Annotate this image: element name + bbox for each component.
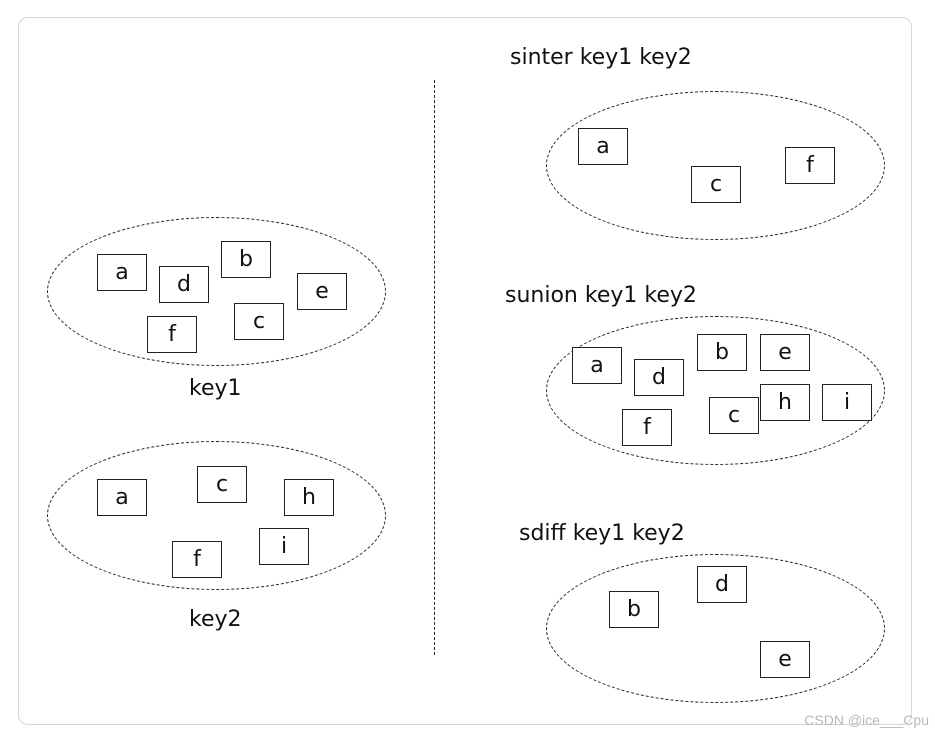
key1-item-a: a [97,254,147,291]
sunion-item-i: i [822,384,872,421]
sinter-item-f: f [785,147,835,184]
key1-item-c: c [234,303,284,340]
key1-item-e: e [297,273,347,310]
sdiff-set-ellipse [546,554,885,703]
sunion-label: sunion key1 key2 [505,283,697,308]
key1-item-f: f [147,316,197,353]
sunion-set-ellipse [546,316,885,465]
key1-label: key1 [189,376,242,401]
key2-item-f: f [172,541,222,578]
sunion-item-d: d [634,359,684,396]
dashed-divider [434,80,435,655]
sinter-item-a: a [578,128,628,165]
sdiff-item-d: d [697,566,747,603]
sunion-item-h: h [760,384,810,421]
sinter-set-ellipse [546,91,885,240]
sinter-item-c: c [691,166,741,203]
sinter-label: sinter key1 key2 [510,45,692,70]
sunion-item-b: b [697,334,747,371]
sunion-item-c: c [709,397,759,434]
key2-label: key2 [189,607,242,632]
sdiff-item-b: b [609,591,659,628]
key2-item-h: h [284,479,334,516]
key1-item-d: d [159,266,209,303]
key1-item-b: b [221,241,271,278]
sunion-item-e: e [760,334,810,371]
key1-set-ellipse [47,217,386,366]
key2-item-a: a [97,479,147,516]
watermark-text: CSDN @ice___Cpu [804,712,929,728]
key2-item-c: c [197,466,247,503]
sunion-item-a: a [572,347,622,384]
sdiff-label: sdiff key1 key2 [519,521,685,546]
sdiff-item-e: e [760,641,810,678]
key2-item-i: i [259,528,309,565]
sunion-item-f: f [622,409,672,446]
key2-set-ellipse [47,441,386,590]
